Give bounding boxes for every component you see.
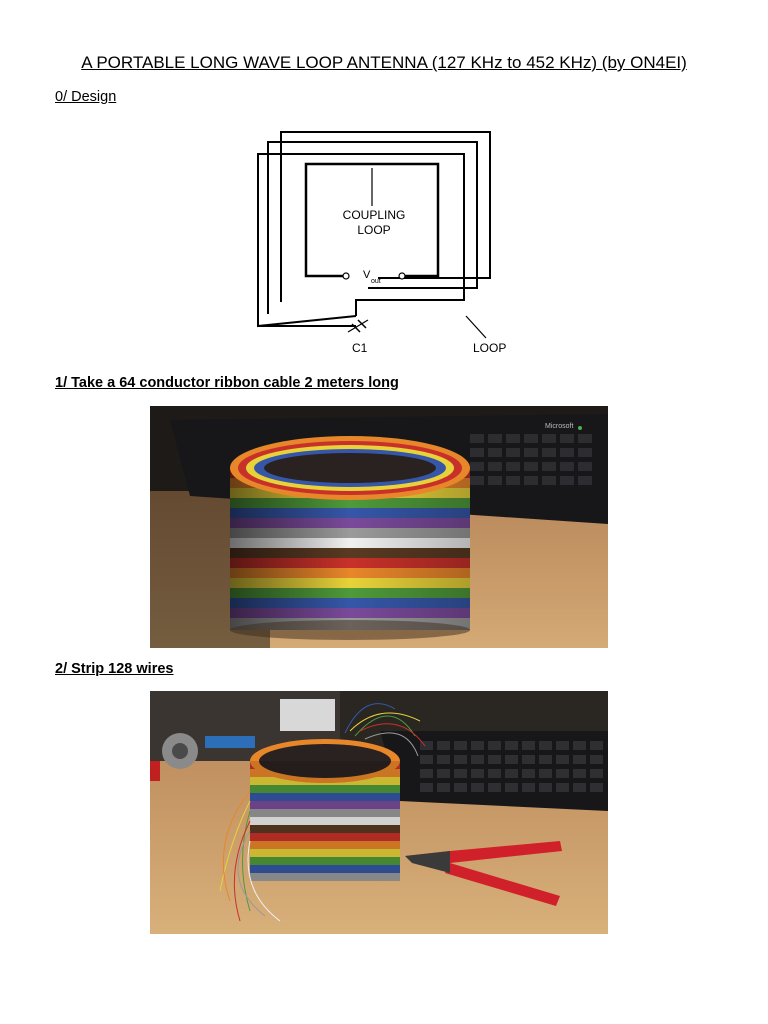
loop-turn-2 [267,141,478,314]
coupling-loop [304,162,440,278]
loop-turn-3 [280,131,491,302]
loop-label: LOOP [473,341,506,355]
wire-cutter-pliers [405,841,562,906]
ribbon-coil-stripped [219,703,426,922]
section-heading-step2: 2/ Strip 128 wires [55,661,174,677]
ribbon-cable-coil-photo: Microsoft [150,406,608,648]
loop-turn-1 [257,153,465,328]
vout-label: V [363,269,371,281]
ribbon-coil [230,436,470,640]
capacitor-label: C1 [352,341,368,355]
keyboard [380,731,608,811]
vout-subscript: out [371,278,381,285]
stripped-wires-photo [150,691,608,934]
keyboard-brand: Microsoft [545,423,573,430]
section-heading-design: 0/ Design [55,89,117,105]
document-title: A PORTABLE LONG WAVE LOOP ANTENNA (127 K… [81,53,687,72]
loop-antenna-diagram: COUPLING LOOP V out C1 LOOP [248,120,518,360]
section-heading-step1: 1/ Take a 64 conductor ribbon cable 2 me… [55,375,399,391]
vout-terminal-left [342,272,350,280]
coupling-label-line1: COUPLING [343,208,406,222]
vout-terminal-right [398,272,406,280]
coupling-label-line2: LOOP [357,223,390,237]
